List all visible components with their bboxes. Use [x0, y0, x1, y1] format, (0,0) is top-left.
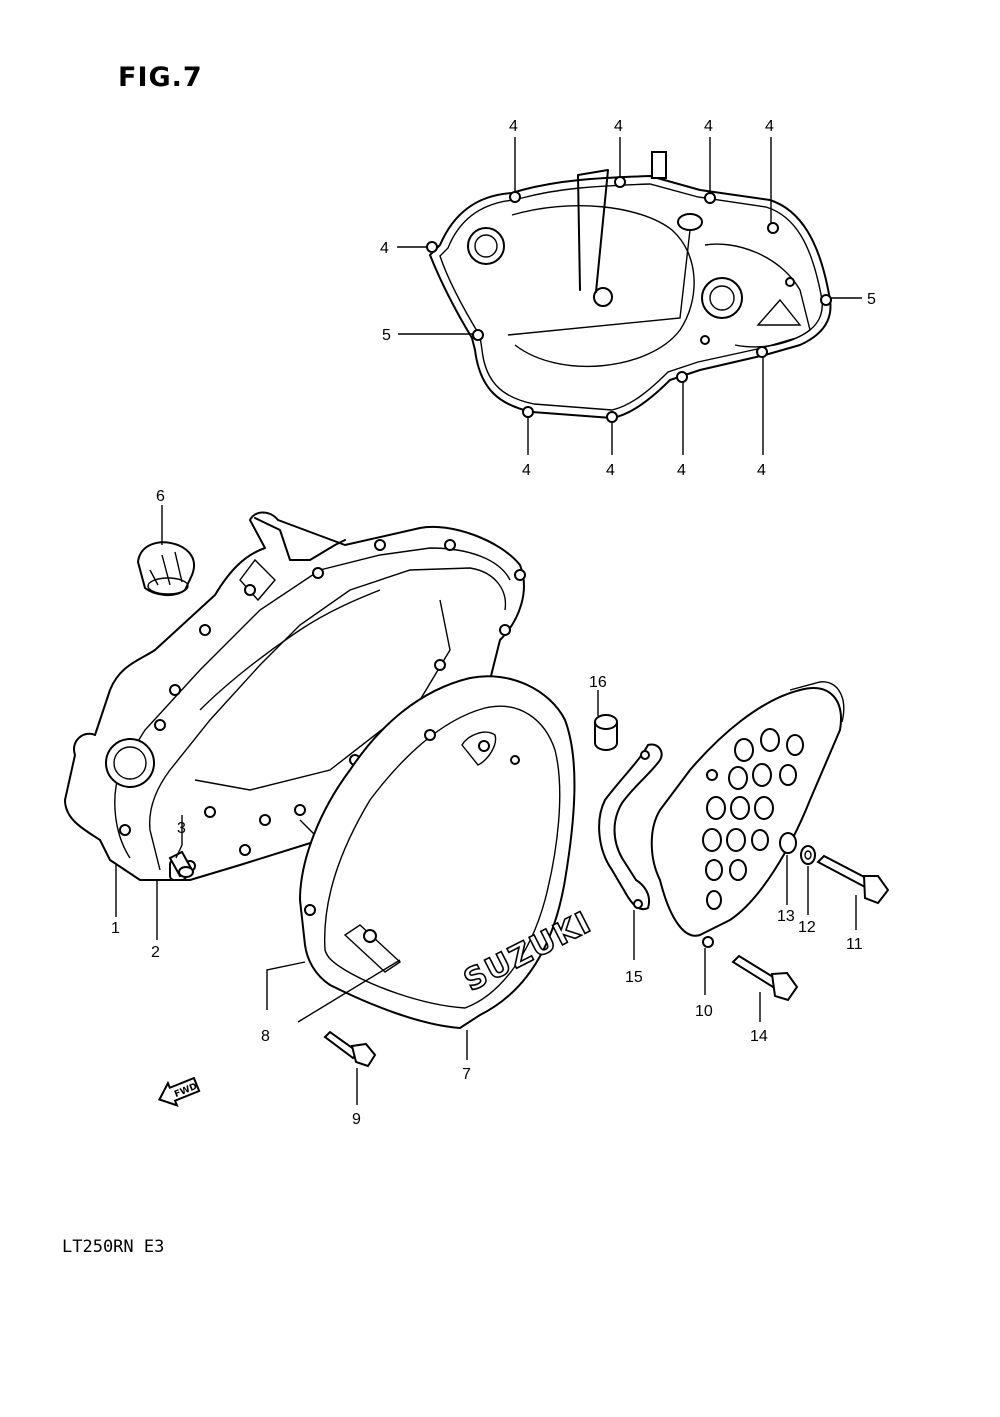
callout-7: 7 — [462, 1066, 471, 1083]
callout-4: 4 — [757, 462, 766, 479]
callout-13: 13 — [777, 908, 795, 925]
fwd-arrow-icon: FWD — [158, 1076, 201, 1108]
cover-bolt-drawing — [323, 1030, 377, 1068]
callout-5: 5 — [382, 327, 391, 344]
crankcase-cover-drawing — [64, 511, 526, 881]
callout-4: 4 — [522, 462, 531, 479]
clutch-cover-gasket-drawing — [426, 151, 832, 423]
callout-8: 8 — [261, 1028, 270, 1045]
callout-11: 11 — [846, 936, 863, 953]
callout-4: 4 — [614, 118, 623, 135]
callout-4: 4 — [677, 462, 686, 479]
model-code: LT250RN E3 — [62, 1237, 165, 1257]
sprocket-cover-drawing — [650, 681, 845, 948]
callout-4: 4 — [704, 118, 713, 135]
callout-10: 10 — [695, 1003, 713, 1020]
callout-4: 4 — [606, 462, 615, 479]
callout-3: 3 — [177, 820, 186, 837]
callout-14: 14 — [750, 1028, 768, 1045]
callout-2: 2 — [151, 944, 160, 961]
callout-4: 4 — [765, 118, 774, 135]
hardware-drawing — [731, 832, 890, 1002]
spacer-drawing — [594, 714, 618, 751]
callout-15: 15 — [625, 969, 643, 986]
callout-6: 6 — [156, 488, 165, 505]
leader-lines-top — [397, 137, 862, 455]
leader-lines-bottom — [115, 505, 857, 1105]
callout-9: 9 — [352, 1111, 361, 1128]
callout-16: 16 — [589, 674, 607, 691]
oil-filler-cap-drawing — [136, 541, 196, 596]
callout-12: 12 — [798, 919, 816, 936]
callout-1: 1 — [111, 920, 120, 937]
callout-labels: 4 4 4 4 4 5 5 4 4 4 4 6 16 3 1 2 8 7 9 1… — [111, 118, 876, 1128]
callout-4: 4 — [509, 118, 518, 135]
callout-4: 4 — [380, 240, 389, 257]
figure-title: FIG.7 — [118, 62, 203, 93]
magneto-cover-drawing: SUZUKI — [298, 675, 599, 1030]
callout-5: 5 — [867, 291, 876, 308]
chain-guide-clamp-drawing — [598, 743, 663, 911]
